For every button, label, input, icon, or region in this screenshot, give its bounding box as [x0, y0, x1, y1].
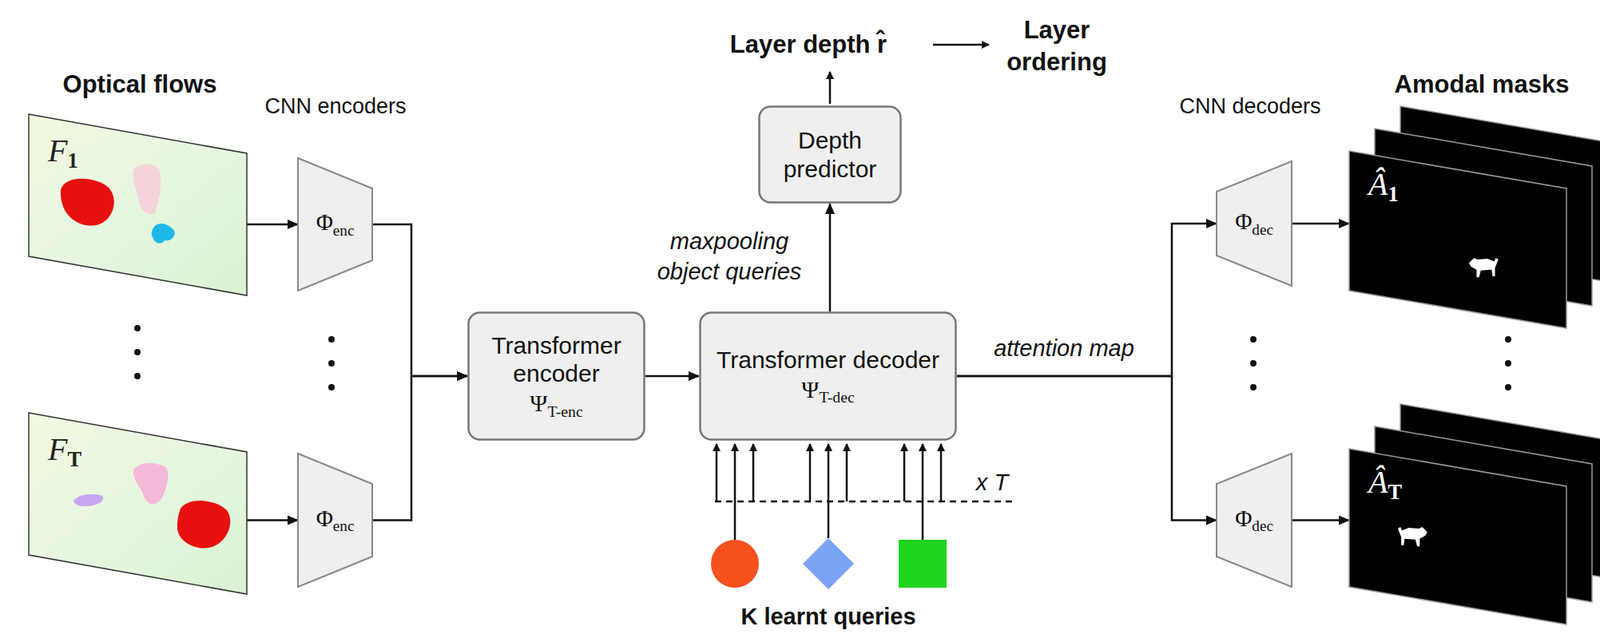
section-heading: Amodal masks: [1381, 68, 1582, 101]
transformer-decoder-box: Transformer decoderΨT-dec: [698, 311, 957, 441]
symbol-label: Φ: [1234, 208, 1252, 235]
optical-flow-image: F1: [28, 114, 247, 296]
connector-arrow: [1291, 222, 1350, 226]
cnn-encoder: Φenc: [297, 453, 373, 588]
node-text: Transformer decoderΨT-dec: [705, 345, 951, 408]
repeat-label: x T: [968, 468, 1017, 499]
connector-arrow: [829, 203, 832, 312]
column-label: CNN encoders: [263, 92, 408, 121]
subscript: enc: [333, 222, 355, 239]
connector-arrow: [956, 223, 1217, 377]
node-text: ÂT: [1368, 466, 1402, 504]
node-text: Transformer encoderΨT-enc: [472, 331, 641, 421]
node-text: Â1: [1368, 168, 1399, 206]
node-shape: [758, 105, 902, 204]
node-text: F1: [47, 134, 79, 172]
edge-label: maxpooling object queries: [639, 226, 820, 287]
symbol-label: Â: [1368, 166, 1388, 203]
node-text: Φdec: [1234, 208, 1274, 239]
node-shape: [698, 311, 957, 441]
optical-flow-image: FT: [28, 412, 247, 595]
node-text: FT: [47, 433, 82, 471]
subscript: T-dec: [818, 388, 854, 406]
symbol-label: Â: [1368, 464, 1388, 501]
transformer-encoder-box: Transformer encoderΨT-enc: [467, 311, 646, 441]
cnn-decoder: Φdec: [1216, 453, 1292, 588]
box-title: Transformer decoder: [716, 345, 940, 374]
node-text: Φdec: [1234, 505, 1274, 536]
amodal-mask: Â1: [1349, 150, 1567, 329]
column-label: CNN decoders: [1178, 92, 1323, 121]
symbol-label: Ψ: [801, 376, 819, 403]
subscript: enc: [333, 517, 355, 535]
connector-arrow: [645, 375, 699, 378]
subscript: T: [67, 447, 82, 472]
query-label: K learnt queries: [708, 602, 949, 633]
subscript: T: [1387, 480, 1402, 505]
box-title: Depth predictor: [770, 126, 890, 183]
output-label: Layer ordering: [996, 14, 1117, 80]
symbol-label: Φ: [316, 505, 334, 532]
subscript: dec: [1251, 221, 1274, 239]
symbol-label: Φ: [316, 209, 334, 235]
node-text: Depth predictor: [770, 126, 890, 183]
subscript: dec: [1251, 517, 1274, 535]
symbol-label: F: [47, 431, 68, 468]
subscript: T-enc: [547, 402, 583, 421]
section-heading: Optical flows: [47, 68, 232, 101]
symbol-label: F: [47, 132, 68, 169]
node-text: Φenc: [316, 209, 355, 239]
amodal-mask: ÂT: [1349, 448, 1567, 625]
cnn-decoder: Φdec: [1216, 161, 1292, 286]
edge-label: attention map: [976, 333, 1152, 365]
connector-arrow: [1291, 519, 1350, 522]
subscript: 1: [1387, 182, 1398, 207]
connector-arrow: [372, 224, 468, 377]
box-title: Transformer encoder: [483, 331, 630, 388]
symbol-label: Ψ: [529, 389, 548, 417]
subscript: 1: [67, 148, 78, 173]
connector-arrow: [956, 376, 1217, 521]
query-arrows: [714, 444, 1013, 540]
output-label: Layer depth r̂: [688, 28, 929, 61]
connector-arrow: [246, 223, 298, 227]
query-symbols: [710, 538, 947, 590]
connector-arrow: [246, 519, 298, 522]
node-text: Φenc: [316, 505, 355, 536]
depth-predictor-box: Depth predictor: [758, 105, 902, 204]
symbol-label: Φ: [1234, 505, 1252, 532]
connector-arrow: [372, 376, 468, 521]
cnn-encoder: Φenc: [297, 158, 373, 291]
